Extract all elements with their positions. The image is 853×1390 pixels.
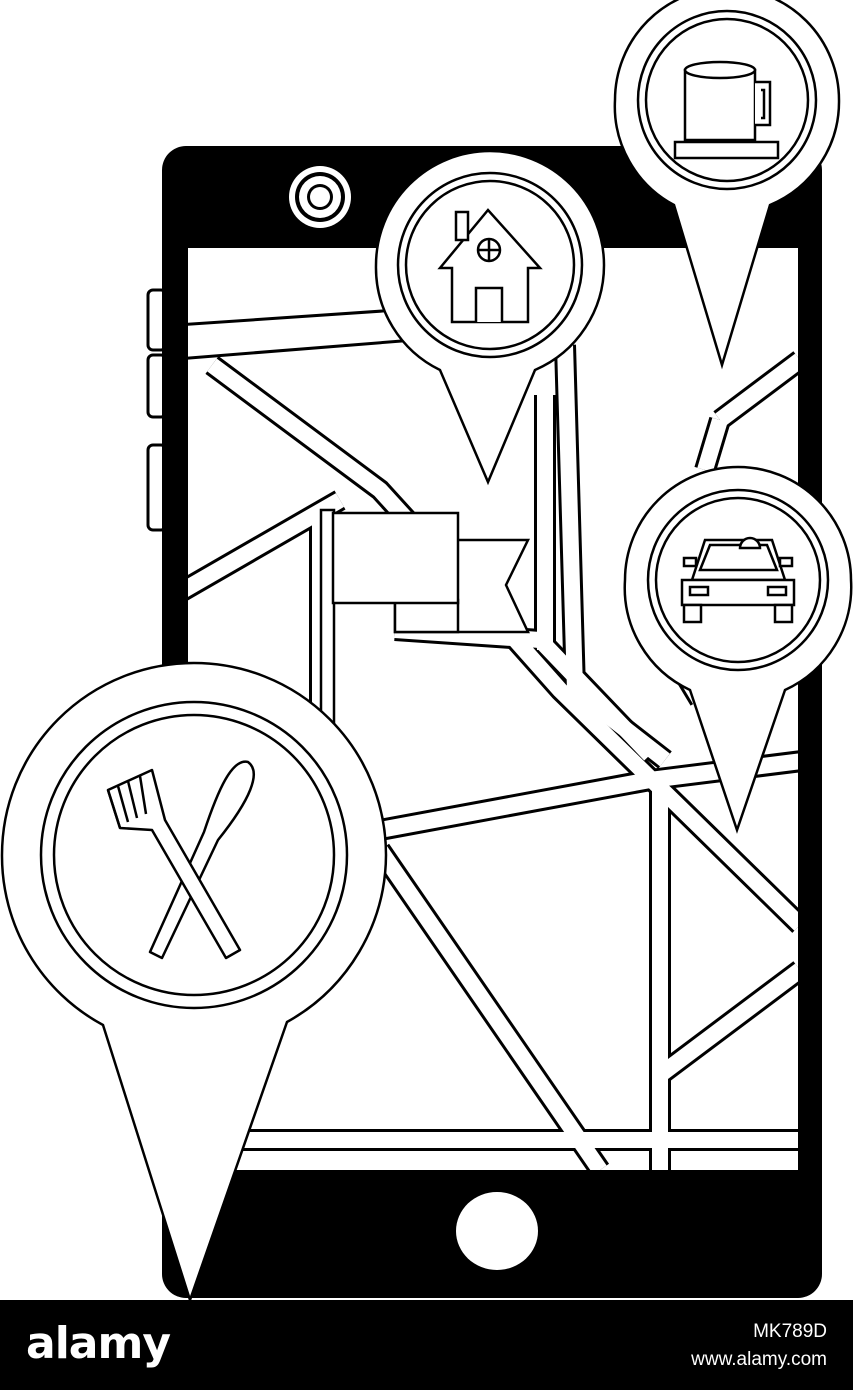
illustration-svg: [0, 0, 853, 1304]
car-icon: [680, 536, 796, 624]
map-pin-house: [374, 149, 606, 486]
watermark-url: www.alamy.com: [691, 1349, 827, 1370]
flag-icon: [319, 508, 531, 732]
house-icon: [437, 208, 543, 324]
illustration: [0, 0, 853, 1304]
fork-and-knife-icon: [106, 760, 255, 960]
home-button: [456, 1192, 538, 1270]
coffee-mug-icon: [673, 60, 780, 160]
map-pin-car: [623, 465, 853, 834]
camera-icon: [289, 166, 351, 228]
image-id: MK789D: [753, 1321, 827, 1342]
watermark-bar: alamy MK789D www.alamy.com: [0, 1300, 853, 1390]
map-pin-restaurant: [0, 661, 388, 1304]
map-pin-coffee: [613, 0, 841, 370]
alamy-logo: alamy: [26, 1318, 171, 1369]
